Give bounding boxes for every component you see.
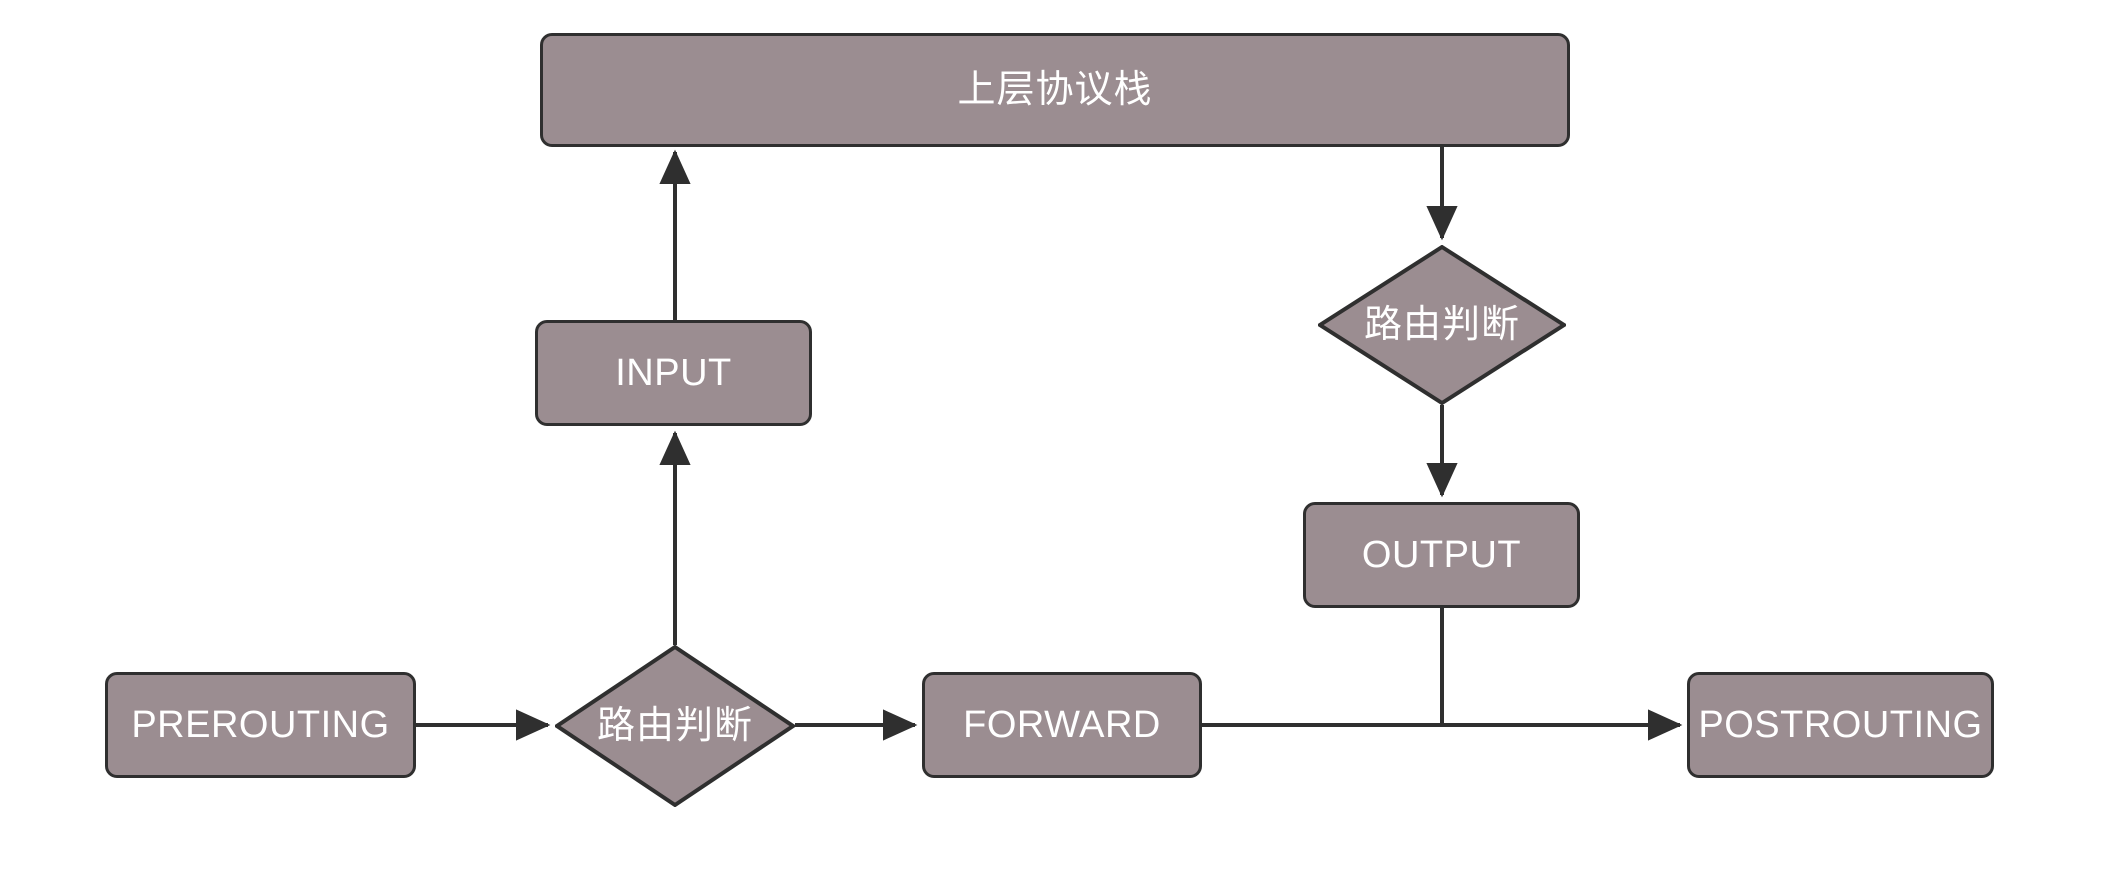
node-label-forward: FORWARD [963,704,1161,746]
node-routing-decision-bottom[interactable]: 路由判断 [555,645,795,807]
node-label-routing-decision-bottom: 路由判断 [596,705,753,747]
node-label-upper-protocol-stack: 上层协议栈 [957,69,1153,111]
node-label-postrouting: POSTROUTING [1698,704,1983,746]
node-input[interactable]: INPUT [535,320,812,426]
node-label-prerouting: PREROUTING [131,704,390,746]
diamond-shape-routing-decision-bottom [555,645,795,807]
node-label-routing-decision-right: 路由判断 [1363,304,1520,346]
node-output[interactable]: OUTPUT [1303,502,1580,608]
node-label-input: INPUT [615,352,732,394]
edge-group [416,147,1683,741]
node-postrouting[interactable]: POSTROUTING [1687,672,1994,778]
diamond-shape-routing-decision-right [1318,245,1566,405]
node-forward[interactable]: FORWARD [922,672,1202,778]
node-routing-decision-right[interactable]: 路由判断 [1318,245,1566,405]
node-prerouting[interactable]: PREROUTING [105,672,416,778]
node-label-output: OUTPUT [1361,534,1522,576]
node-upper-protocol-stack[interactable]: 上层协议栈 [540,33,1570,147]
